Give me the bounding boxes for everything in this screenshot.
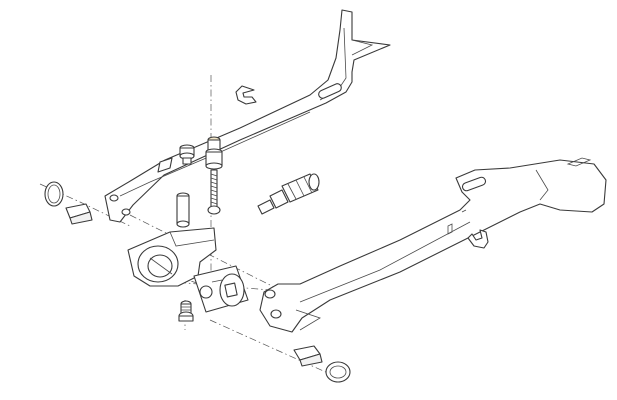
- clevis-block: [127, 227, 217, 287]
- shouldered-bushing: [205, 136, 223, 170]
- small-shoulder-screw: [179, 144, 195, 165]
- square-hole-sleeve: [193, 265, 249, 313]
- adjusting-stud: [257, 173, 320, 215]
- square-nut-left: [65, 203, 93, 225]
- long-screw: [207, 169, 221, 215]
- spacer-pin: [176, 192, 190, 228]
- lower-lever-arm: [259, 157, 607, 333]
- washer-left: [44, 181, 64, 207]
- square-nut-right: [293, 345, 323, 367]
- upper-lever-arm: [104, 9, 391, 223]
- set-screw: [178, 300, 194, 322]
- washer-right: [325, 361, 351, 383]
- c-clip-upper: [235, 85, 257, 105]
- c-clip-lower: [467, 229, 489, 249]
